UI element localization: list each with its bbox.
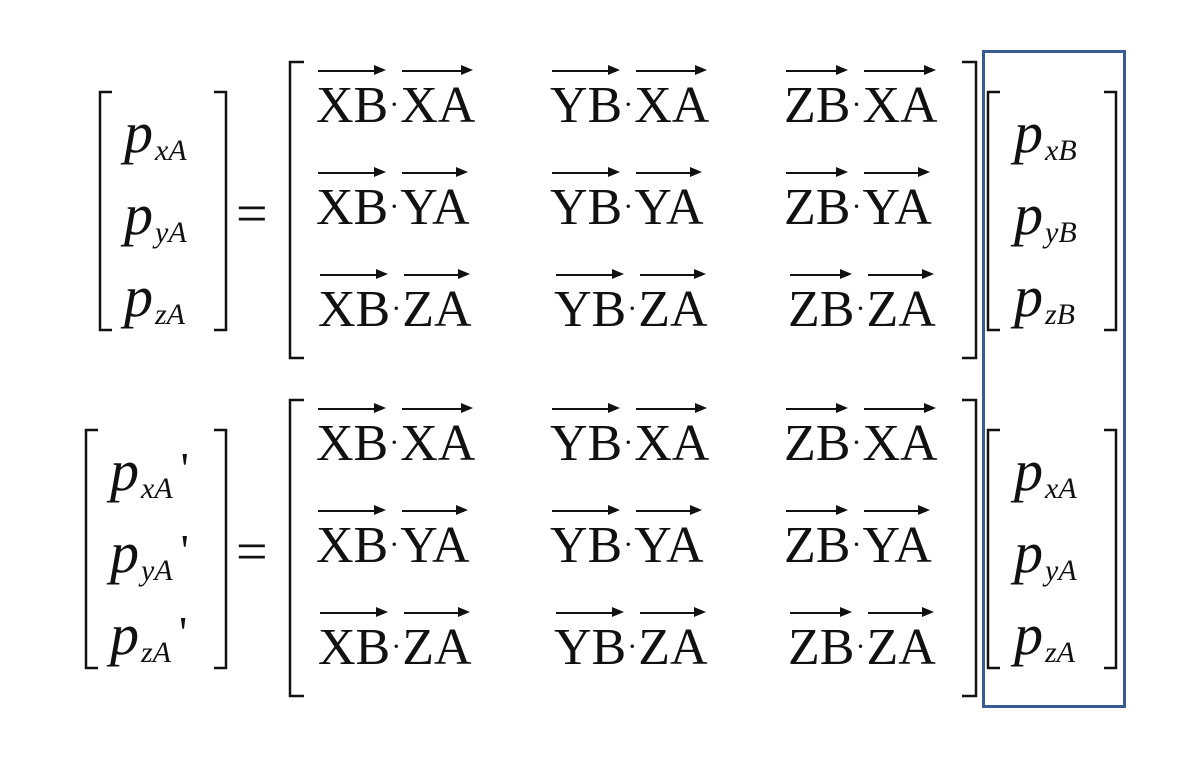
- lhs-entry: pzA: [124, 264, 185, 331]
- matrix-cell: YB·XA: [550, 403, 710, 472]
- matrix-cell: XB·YA: [316, 167, 470, 236]
- lhs-entry: pxA: [124, 100, 187, 167]
- rhs-entry: pyA: [1014, 520, 1077, 587]
- lhs-entry: pxA': [110, 438, 189, 505]
- matrix-cell: ZB·ZA: [788, 269, 936, 338]
- rhs-entry: pyB: [1014, 182, 1077, 249]
- matrix-cell: XB·ZA: [318, 607, 472, 676]
- rhs-entry: pxA: [1014, 438, 1077, 505]
- matrix-cell: YB·YA: [550, 505, 704, 574]
- matrix-cell: XB·ZA: [318, 269, 472, 338]
- matrix-cell: XB·XA: [316, 403, 476, 472]
- rhs-entry: pzA: [1014, 602, 1075, 669]
- matrix-cell: ZB·XA: [784, 403, 938, 472]
- matrix-cell: ZB·ZA: [788, 607, 936, 676]
- matrix-cell: ZB·XA: [784, 65, 938, 134]
- equals-sign: =: [236, 521, 268, 583]
- highlight-box: [982, 50, 1126, 708]
- rhs-entry: pzB: [1014, 264, 1075, 331]
- matrix-cell: XB·YA: [316, 505, 470, 574]
- matrix-cell: ZB·YA: [784, 505, 932, 574]
- lhs-entry: pyA: [124, 182, 187, 249]
- lhs-entry: pyA': [110, 520, 189, 587]
- matrix-cell: YB·XA: [550, 65, 710, 134]
- matrix-cell: ZB·YA: [784, 167, 932, 236]
- matrix-cell: YB·ZA: [554, 607, 708, 676]
- equals-sign: =: [236, 183, 268, 245]
- rhs-entry: pxB: [1014, 100, 1077, 167]
- matrix-cell: YB·ZA: [554, 269, 708, 338]
- lhs-entry: pzA': [110, 602, 188, 669]
- matrix-cell: YB·YA: [550, 167, 704, 236]
- matrix-cell: XB·XA: [316, 65, 476, 134]
